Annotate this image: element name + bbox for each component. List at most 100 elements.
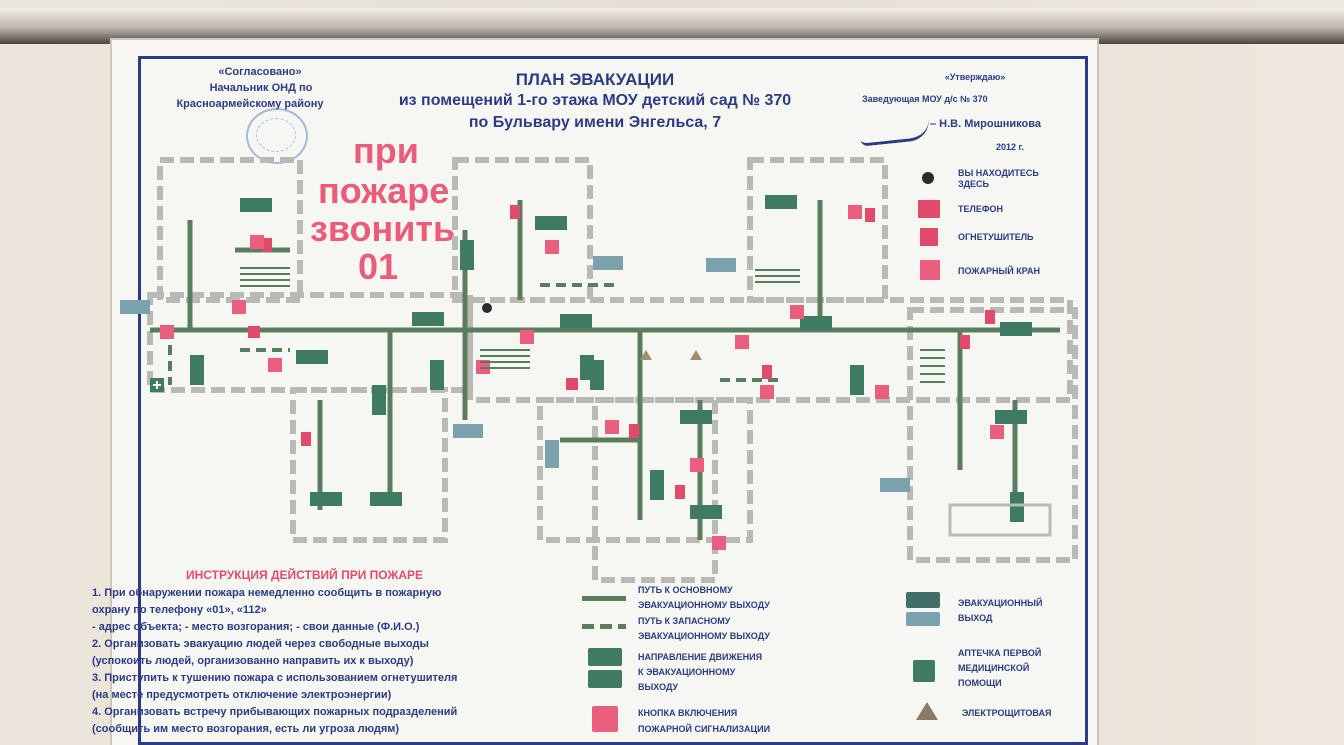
east-room-fixture (948, 503, 1052, 537)
direction-sign (680, 410, 712, 424)
instructions-list: 1. При обнаружении пожара немедленно соо… (92, 585, 457, 738)
direction-sign (1000, 322, 1032, 336)
extinguisher (301, 432, 311, 446)
wall-block-nw (157, 157, 303, 303)
you-are-here-marker (482, 303, 492, 313)
approved-right-line2: – Н.В. Мирошникова (930, 118, 1041, 130)
building-walls (147, 157, 1078, 583)
approved-left-line2: Красноармейскому району (176, 98, 324, 110)
alarm-button (160, 325, 174, 339)
legend-first-aid-2: МЕДИЦИНСКОЙ (958, 663, 1030, 673)
alarm-button (605, 420, 619, 434)
alarm-button (990, 425, 1004, 439)
instruction-line: (на месте предусмотреть отключение элект… (92, 689, 392, 701)
extinguisher (960, 335, 970, 349)
wall-block-sw (290, 387, 448, 543)
exit-sign (453, 424, 483, 438)
approved-right-label: «Утверждаю» (944, 72, 1006, 82)
exit-sign-icon-2 (906, 612, 940, 626)
legend-direction-2: К ЭВАКУАЦИОННОМУ (638, 667, 736, 677)
approved-left-line1: Начальник ОНД по (209, 82, 313, 94)
phones (248, 326, 578, 390)
extinguisher (510, 205, 520, 219)
alarm-button (735, 335, 749, 349)
legend-you-are-here: ВЫ НАХОДИТЕСЬ ЗДЕСЬ (958, 168, 1039, 189)
stair-center (480, 349, 530, 369)
you-are-here-icon (922, 172, 934, 184)
wall-top-shelf (0, 8, 1344, 44)
alarm-button (232, 300, 246, 314)
extinguisher (675, 485, 685, 499)
legend-spare-route-2: ЭВАКУАЦИОННОМУ ВЫХОДУ (638, 631, 770, 641)
instruction-line: 2. Организовать эвакуацию людей через св… (92, 638, 429, 650)
alarm-button (760, 385, 774, 399)
wall-block-west (147, 292, 473, 393)
legend-direction-1: НАПРАВЛЕНИЕ ДВИЖЕНИЯ (638, 652, 763, 662)
stair-nw (240, 267, 290, 287)
legend-main-route-2: ЭВАКУАЦИОННОМУ ВЫХОДУ (638, 600, 770, 610)
legend-hydrant: ПОЖАРНЫЙ КРАН (958, 266, 1040, 276)
stair-east (920, 349, 945, 383)
spare-evacuation-routes (168, 283, 780, 385)
exit-sign (706, 258, 736, 272)
direction-sign (800, 316, 832, 330)
legend-first-aid-3: ПОМОЩИ (958, 678, 1002, 688)
alarm-button (268, 358, 282, 372)
direction-sign (535, 216, 567, 230)
direction-sign-icon (588, 648, 622, 666)
electric-panel-marker (640, 350, 652, 360)
legend-direction-3: ВЫХОДУ (638, 682, 679, 692)
main-evacuation-routes (150, 200, 1060, 540)
phone (248, 326, 260, 338)
alarm-button (875, 385, 889, 399)
wall-block-south-inner (592, 397, 718, 583)
direction-sign (412, 312, 444, 326)
extinguisher (262, 238, 272, 252)
exit-sign (545, 440, 559, 468)
instruction-line: - адрес объекта; - место возгорания; - с… (92, 621, 420, 633)
legend-alarm-2: ПОЖАРНОЙ СИГНАЛИЗАЦИИ (638, 724, 771, 734)
extinguisher-icon (920, 228, 938, 246)
instruction-line: 4. Организовать встречу прибывающих пожа… (92, 706, 458, 718)
legend-exit-1: ЭВАКУАЦИОННЫЙ (958, 598, 1043, 608)
alarm-button (790, 305, 804, 319)
alarm-button (520, 330, 534, 344)
main-route-legend-line (582, 596, 626, 601)
direction-sign (560, 314, 592, 328)
direction-sign (240, 198, 272, 212)
direction-sign (995, 410, 1027, 424)
hydrant-icon (920, 260, 940, 280)
spare-route-legend-dash (582, 624, 626, 629)
first-aid-icon (913, 660, 935, 682)
fire-hydrants-alarm-buttons (160, 205, 1004, 550)
extinguisher (985, 310, 995, 324)
approved-right-line3: 2012 г. (996, 142, 1024, 152)
legend-phone: ТЕЛЕФОН (958, 204, 1003, 214)
electric-panel-marker (690, 350, 702, 360)
stamp-seal (246, 108, 308, 164)
direction-sign (430, 360, 444, 390)
first-aid-cross (153, 381, 161, 389)
exit-direction-signs (190, 195, 1032, 522)
direction-sign (460, 240, 474, 270)
alarm-button-icon (592, 706, 618, 732)
instructions-title: ИНСТРУКЦИЯ ДЕЙСТВИЙ ПРИ ПОЖАРЕ (186, 568, 424, 582)
direction-sign (690, 505, 722, 519)
direction-sign (296, 350, 328, 364)
direction-sign (580, 355, 594, 380)
legend-alarm-1: КНОПКА ВКЛЮЧЕНИЯ (638, 708, 738, 718)
approved-right-line1: Заведующая МОУ д/с № 370 (862, 94, 988, 104)
alarm-button (712, 536, 726, 550)
fire-call-line2: пожаре (318, 170, 450, 211)
page-subtitle-1: из помещений 1-го этажа МОУ детский сад … (398, 92, 792, 109)
instruction-line: 3. Приступить к тушению пожара с использ… (92, 672, 458, 684)
instruction-line: (сообщить им место возгорания, есть ли у… (92, 723, 400, 735)
evacuation-exits (120, 256, 910, 492)
legend-first-aid-1: АПТЕЧКА ПЕРВОЙ (958, 648, 1042, 658)
alarm-button (250, 235, 264, 249)
wall-corridor (467, 297, 1073, 403)
instruction-line: (успокоить людей, организованно направит… (92, 655, 414, 667)
direction-sign (1010, 492, 1024, 522)
phone (566, 378, 578, 390)
